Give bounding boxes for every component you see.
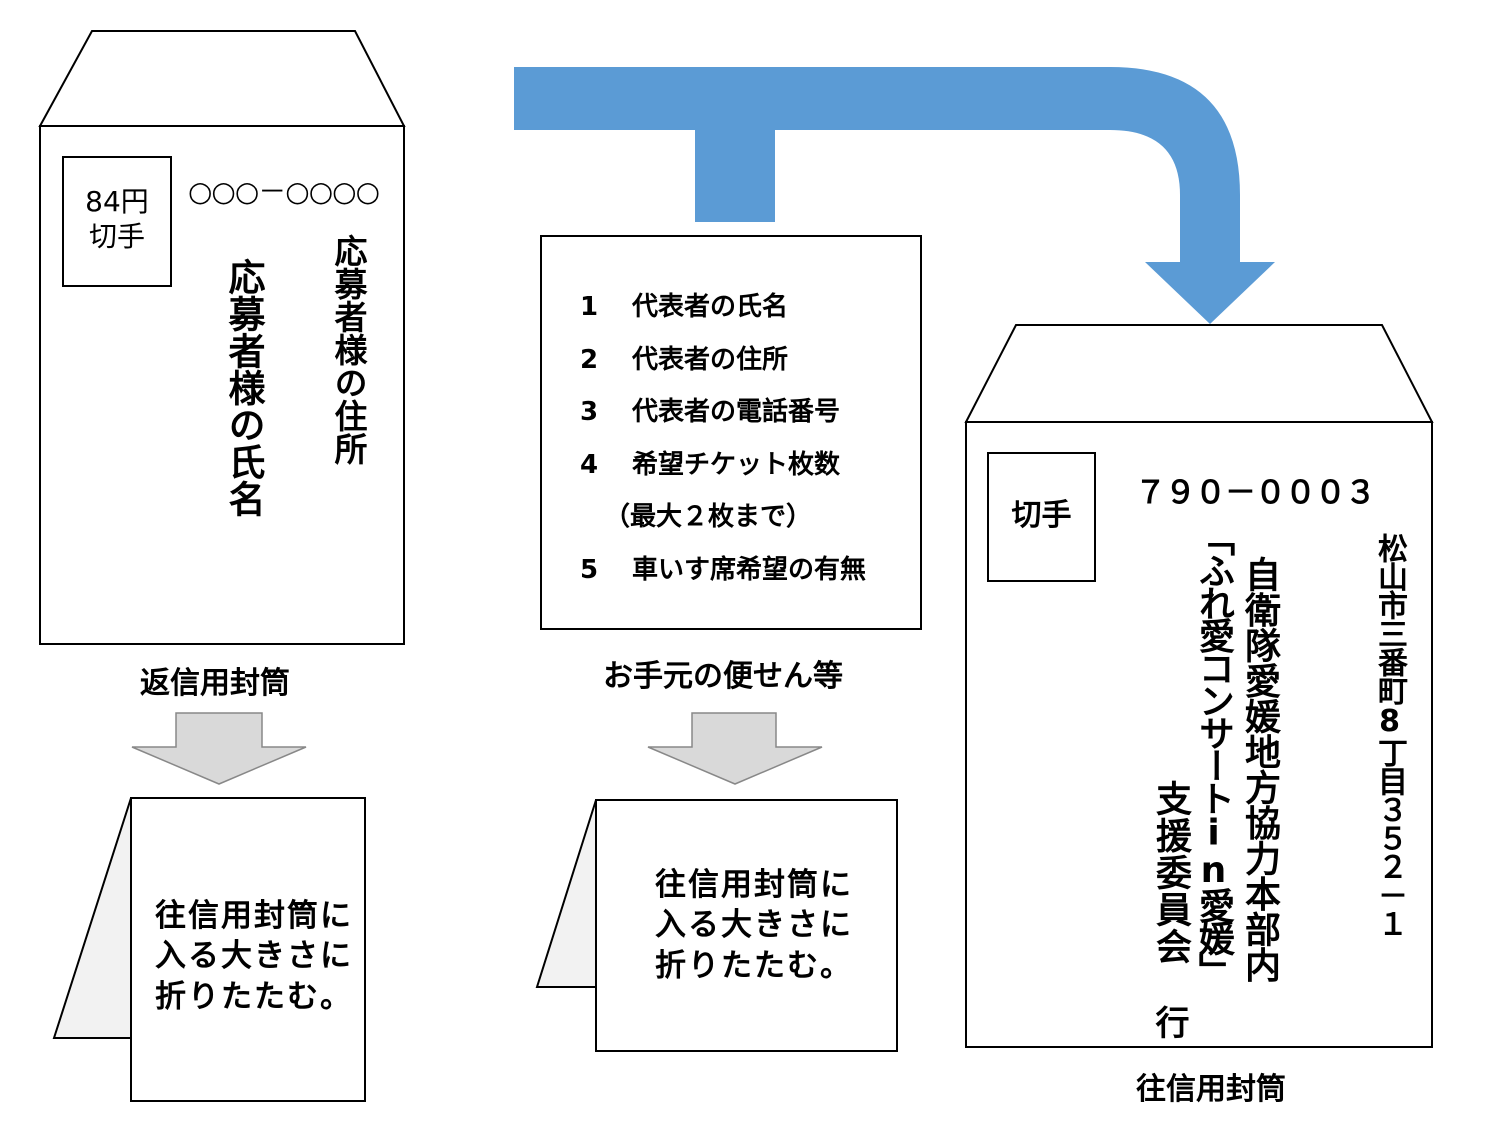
- reply-envelope-flap: [38, 30, 406, 127]
- note-item-2-text: 代表者の住所: [632, 345, 789, 375]
- gray-down-arrow-middle: [647, 712, 823, 785]
- reply-envelope-caption: 返信用封筒: [140, 666, 290, 701]
- note-item-1-text: 代表者の氏名: [632, 292, 789, 322]
- note-item-5-text: 車いす席希望の有無: [632, 555, 867, 585]
- reply-stamp-box: [62, 156, 172, 287]
- note-item-4-note-text: （最大２枚まで）: [604, 502, 813, 532]
- fold-instruction-left: 往信用封筒に 入る大きさに 折りたたむ。: [155, 898, 353, 1015]
- note-item-3-text: 代表者の電話番号: [632, 397, 841, 427]
- note-paper-caption: お手元の便せん等: [603, 659, 843, 694]
- gray-down-arrow-left: [131, 712, 307, 785]
- outgoing-committee: 支援委員会: [1150, 780, 1191, 965]
- outgoing-event: 「ふれ愛コンサートin愛媛」: [1193, 520, 1234, 985]
- note-item-5-number: 5: [580, 555, 599, 585]
- note-item-2-number: 2: [580, 345, 599, 375]
- outgoing-org: 自衛隊愛媛地方協力本部内: [1239, 556, 1280, 982]
- note-item-1: 1 代表者の氏名: [580, 286, 788, 323]
- outgoing-envelope-caption: 往信用封筒: [1136, 1072, 1286, 1107]
- folded-paper-left-back: [52, 797, 132, 1039]
- reply-postal-code: ○○○－○○○○: [188, 175, 380, 208]
- folded-paper-middle-back: [535, 799, 597, 988]
- note-item-1-number: 1: [580, 292, 599, 322]
- outgoing-envelope-flap: [964, 324, 1434, 423]
- folded-paper-middle-front: [595, 799, 898, 1052]
- outgoing-stamp-label: 切手: [1011, 498, 1072, 533]
- note-item-5: 5 車いす席希望の有無: [580, 549, 866, 586]
- note-item-4-number: 4: [580, 450, 599, 480]
- blue-arrow: [514, 67, 1275, 324]
- note-paper-box: [540, 235, 922, 630]
- outgoing-suffix: 行: [1149, 1005, 1189, 1039]
- note-item-4-text: 希望チケット枚数: [632, 450, 841, 480]
- note-item-4-note: （最大２枚まで）: [604, 496, 812, 533]
- note-item-4: 4 希望チケット枚数: [580, 444, 840, 481]
- outgoing-stamp-box: [987, 452, 1096, 582]
- outgoing-address: 松山市三番町8丁目３５２－１: [1372, 533, 1407, 937]
- reply-stamp-label: 84円 切手: [85, 185, 149, 253]
- fold-instruction-middle: 往信用封筒に 入る大きさに 折りたたむ。: [655, 867, 853, 984]
- folded-paper-left-front: [130, 797, 366, 1102]
- outgoing-postal-code: ７９０－０００３: [1135, 475, 1376, 511]
- reply-address: 応募者様の住所: [329, 234, 368, 465]
- note-item-3-number: 3: [580, 397, 599, 427]
- note-item-3: 3 代表者の電話番号: [580, 391, 840, 428]
- note-item-2: 2 代表者の住所: [580, 339, 788, 376]
- reply-name: 応募者様の氏名: [222, 258, 265, 517]
